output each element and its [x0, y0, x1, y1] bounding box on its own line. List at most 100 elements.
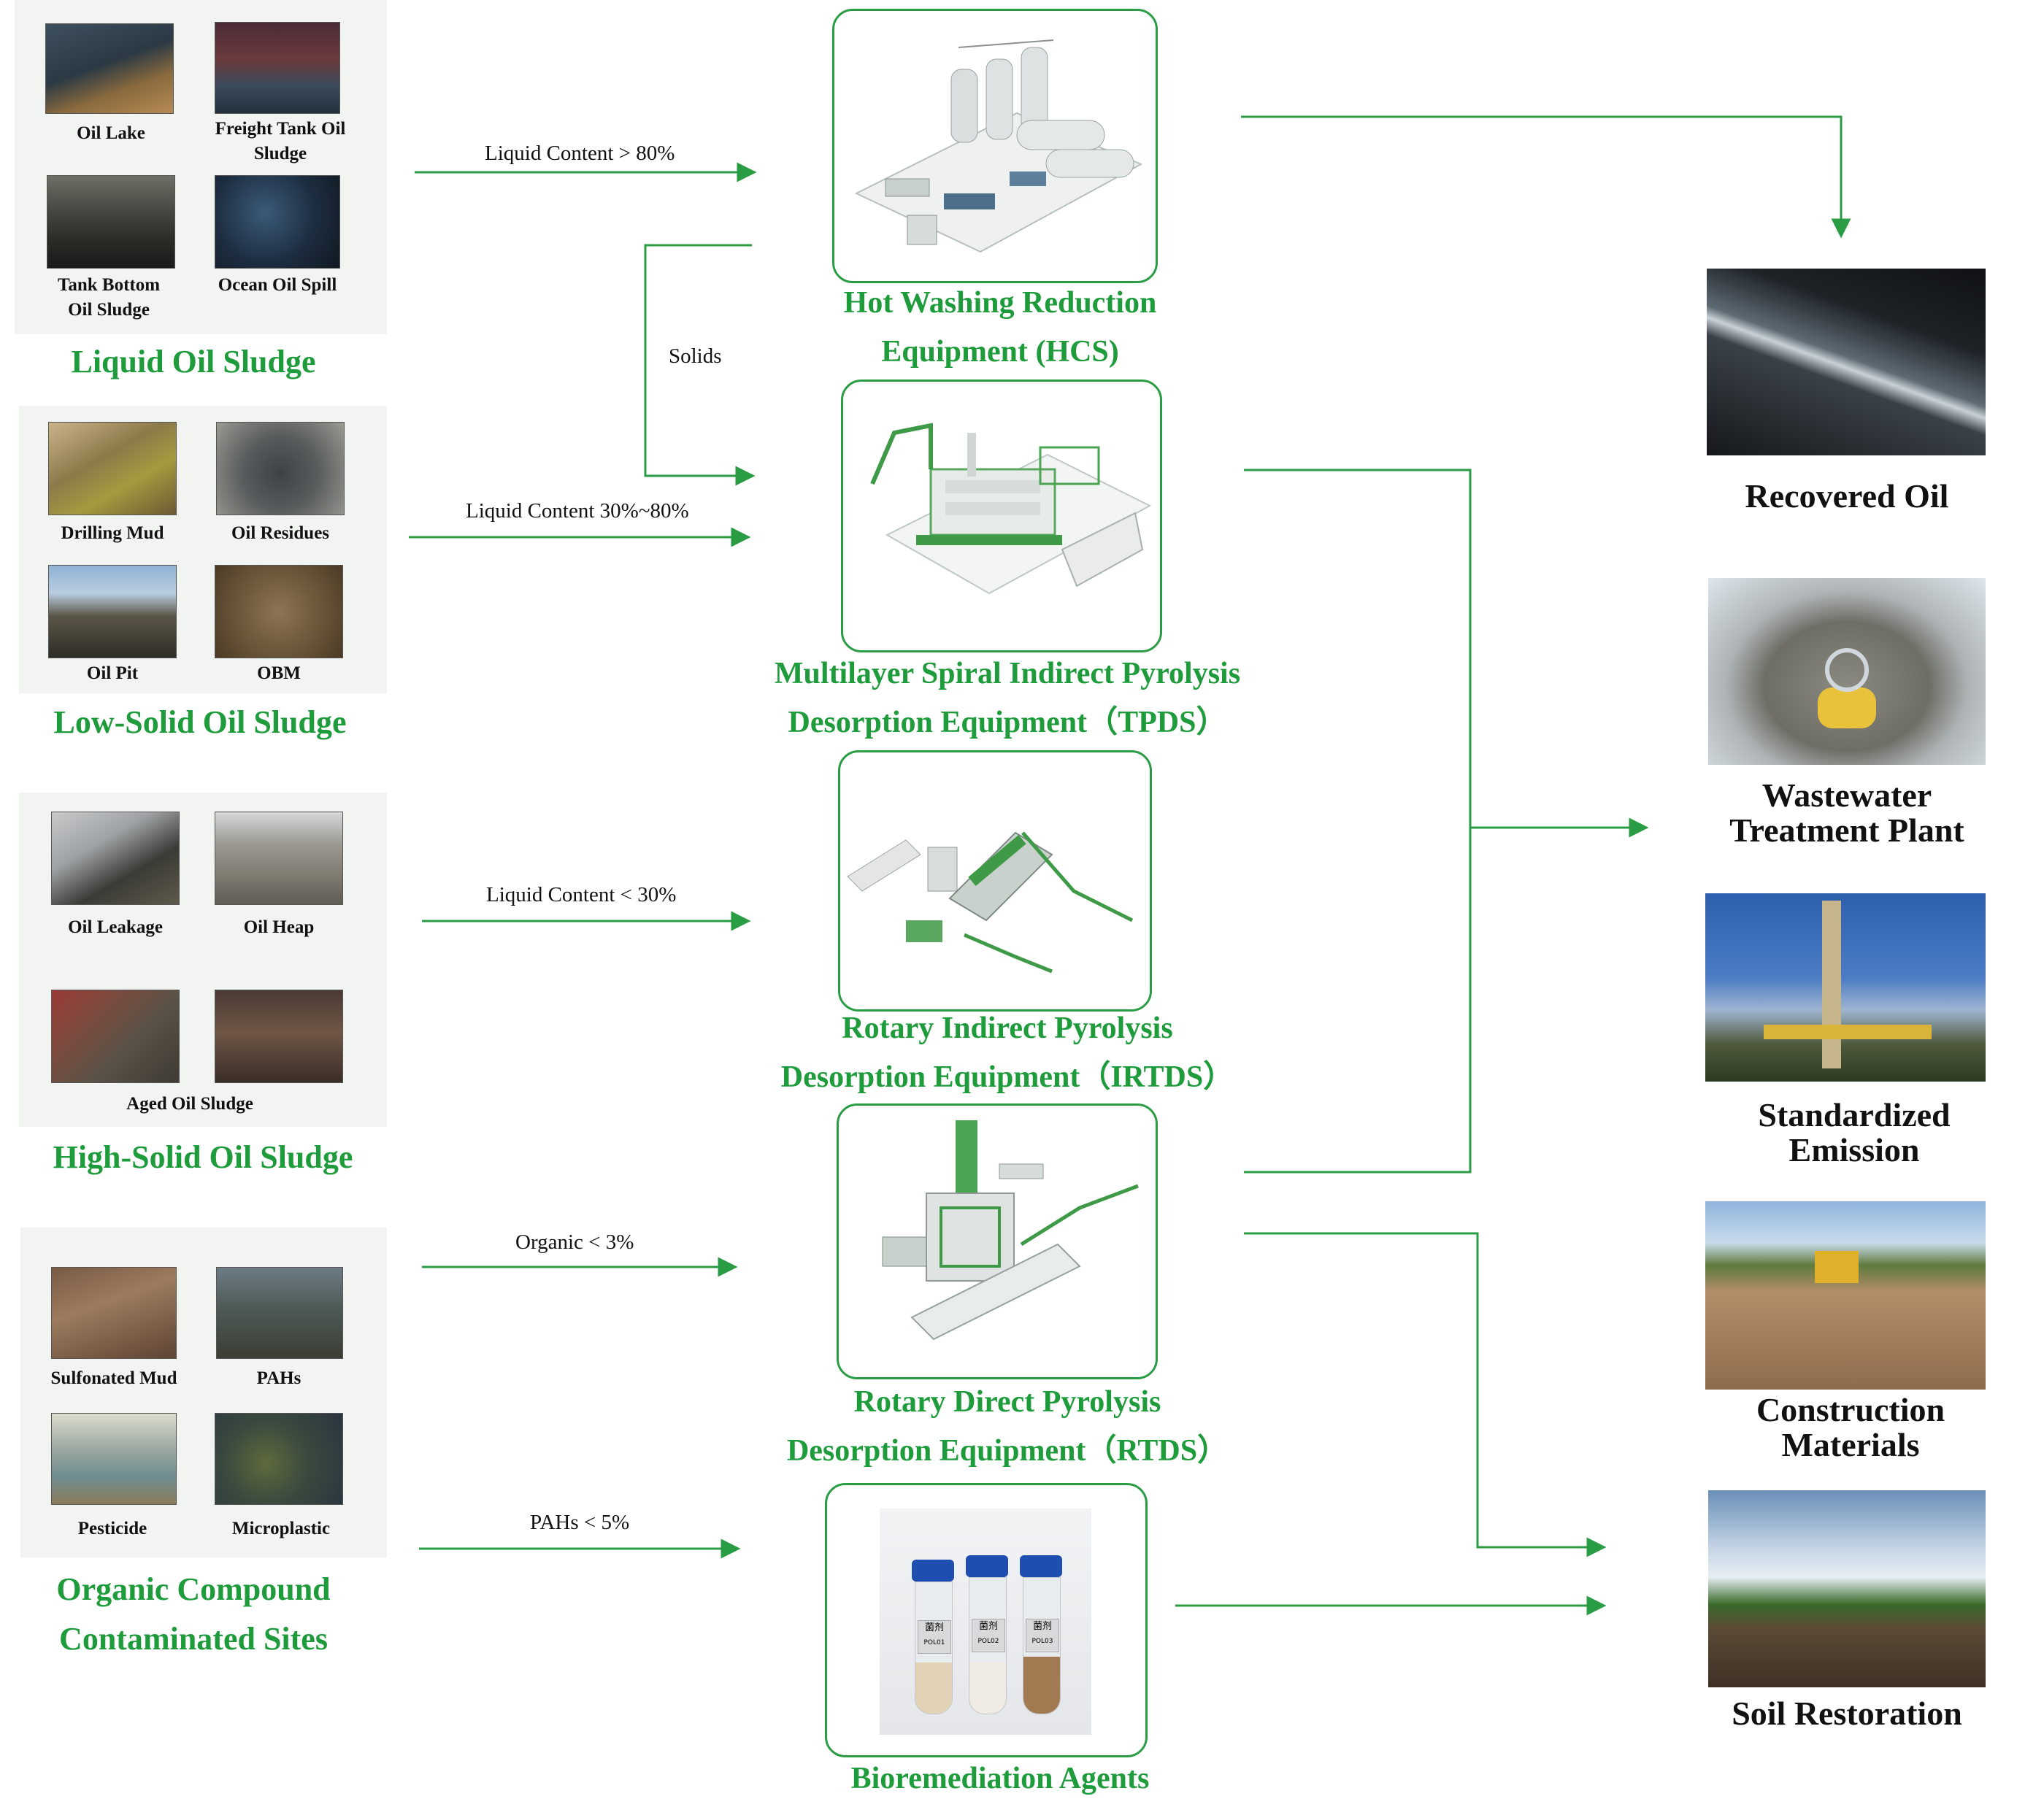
equipment-box-hcs — [832, 9, 1158, 283]
photo-pahs — [216, 1267, 343, 1359]
category-title-organic-compound-contaminated-sites: Organic Compound Contaminated Sites — [56, 1571, 331, 1657]
equipment-title-hcs-line2: Equipment (HCS) — [881, 335, 1119, 369]
caption-obm: OBM — [257, 663, 301, 683]
arrow-solids-hcs-to-tpds — [644, 244, 756, 486]
photo-aged-oil-sludge-2 — [215, 990, 343, 1083]
vial-label: 菌剂 POL02 — [972, 1619, 1005, 1652]
equipment-title-rtds-line1: Rotary Direct Pyrolysis — [853, 1385, 1161, 1419]
output-title-standardized-emission: Standardized Emission — [1672, 1096, 2037, 1169]
condition-solids: Solids — [669, 344, 722, 368]
photo-aged-oil-sludge-1 — [51, 990, 180, 1083]
stack-icon — [1822, 901, 1841, 1068]
equipment-title-irtds-line1: Rotary Indirect Pyrolysis — [842, 1012, 1173, 1045]
photo-tank-bottom-oil-sludge — [47, 175, 175, 269]
caption-drilling-mud: Drilling Mud — [61, 523, 164, 543]
condition-organic-lt-3: Organic < 3% — [515, 1230, 634, 1254]
caption-freight-tank-oil-sludge: Freight Tank Oil Sludge — [215, 119, 346, 163]
hcs-equipment-illustration — [854, 39, 1143, 253]
vial-2: 菌剂 POL02 — [966, 1555, 1008, 1714]
vial-body: 菌剂 POL02 — [969, 1577, 1007, 1714]
vial-cap-icon — [912, 1560, 954, 1582]
output-title-emission-line2: Emission — [1788, 1131, 1920, 1169]
arrow-hcs-to-recovered-oil — [1241, 115, 1851, 239]
equipment-box-rtds — [837, 1103, 1158, 1379]
output-title-wastewater-line1: Wastewater — [1761, 777, 1932, 814]
valve-icon — [1818, 687, 1876, 728]
vial-label-bottom: POL02 — [977, 1638, 999, 1645]
vial-label-top: 菌剂 — [1032, 1621, 1052, 1632]
tpds-equipment-illustration — [870, 423, 1152, 595]
equipment-title-tpds-line2: Desorption Equipment（TPDS） — [788, 706, 1227, 740]
photo-obm — [215, 565, 343, 658]
output-photo-wastewater-treatment-plant — [1708, 578, 1986, 765]
output-photo-recovered-oil — [1707, 269, 1986, 455]
caption-tank-bottom-oil-sludge: Tank Bottom Oil Sludge — [57, 275, 161, 320]
output-photo-construction-materials — [1705, 1201, 1986, 1390]
equipment-title-hcs: Hot Washing Reduction Equipment (HCS) — [803, 279, 1197, 377]
caption-aged-oil-sludge: Aged Oil Sludge — [126, 1094, 253, 1114]
bracket-tpds-irtds — [1244, 469, 1472, 1174]
caption-oil-leakage: Oil Leakage — [68, 917, 163, 937]
equipment-title-tpds-line1: Multilayer Spiral Indirect Pyrolysis — [774, 657, 1241, 690]
photo-pesticide — [51, 1413, 177, 1505]
vial-label: 菌剂 POL01 — [918, 1620, 951, 1654]
platform-icon — [1764, 1025, 1932, 1039]
output-title-wastewater-treatment-plant: Wastewater Treatment Plant — [1664, 777, 2029, 850]
category-title-high-solid-oil-sludge: High-Solid Oil Sludge — [53, 1139, 353, 1175]
vial-label-bottom: POL01 — [923, 1639, 945, 1646]
condition-liquid-lt-30: Liquid Content < 30% — [486, 883, 677, 906]
condition-pahs-lt-5: PAHs < 5% — [530, 1511, 630, 1534]
roller-icon — [1815, 1251, 1859, 1283]
equipment-title-irtds-line2: Desorption Equipment（IRTDS） — [780, 1060, 1234, 1095]
photo-oil-pit — [48, 565, 177, 658]
caption-pesticide: Pesticide — [77, 1519, 147, 1538]
equipment-box-tpds — [841, 380, 1162, 652]
irtds-equipment-illustration — [847, 831, 1134, 974]
output-title-wastewater-line2: Treatment Plant — [1729, 812, 1964, 850]
arrow-rtds-to-soil — [1244, 1232, 1607, 1557]
vial-1: 菌剂 POL01 — [912, 1560, 954, 1714]
vial-label-top: 菌剂 — [924, 1622, 944, 1633]
category-title-liquid-oil-sludge: Liquid Oil Sludge — [71, 344, 316, 380]
rtds-equipment-illustration — [882, 1120, 1139, 1341]
output-title-construction-materials: Construction Materials — [1672, 1392, 2029, 1463]
caption-oil-lake: Oil Lake — [77, 123, 145, 143]
vial-label-bottom: POL03 — [1031, 1638, 1053, 1645]
photo-freight-tank-oil-sludge — [215, 22, 340, 114]
photo-sulfonated-mud — [51, 1267, 177, 1359]
valve-wheel-icon — [1825, 648, 1869, 692]
photo-oil-residues — [216, 422, 345, 515]
output-title-emission-line1: Standardized — [1758, 1096, 1951, 1133]
photo-microplastic — [215, 1413, 343, 1505]
output-photo-standardized-emission — [1705, 893, 1986, 1082]
caption-pahs: PAHs — [256, 1368, 301, 1388]
vial-3: 菌剂 POL03 — [1020, 1555, 1062, 1714]
vial-label: 菌剂 POL03 — [1026, 1619, 1059, 1652]
equipment-title-rtds: Rotary Direct Pyrolysis Desorption Equip… — [752, 1378, 1263, 1476]
photo-oil-lake — [45, 23, 174, 114]
vial-sample — [1023, 1657, 1060, 1714]
caption-sulfonated-mud: Sulfonated Mud — [50, 1368, 177, 1388]
equipment-title-bioremediation: Bioremediation Agents — [850, 1762, 1150, 1795]
vial-cap-icon — [966, 1555, 1008, 1577]
vial-label-top: 菌剂 — [978, 1621, 998, 1632]
output-title-construction-line2: Materials — [1781, 1426, 1920, 1464]
equipment-title-rtds-line2: Desorption Equipment（RTDS） — [786, 1434, 1229, 1468]
caption-ocean-oil-spill: Ocean Oil Spill — [218, 275, 337, 295]
vial-body: 菌剂 POL01 — [915, 1582, 953, 1714]
bioremediation-photo: 菌剂 POL01 菌剂 POL02 菌剂 POL — [880, 1509, 1091, 1735]
category-title-low-solid-oil-sludge: Low-Solid Oil Sludge — [53, 704, 347, 740]
equipment-title-tpds: Multilayer Spiral Indirect Pyrolysis Des… — [752, 650, 1263, 747]
equipment-title-irtds: Rotary Indirect Pyrolysis Desorption Equ… — [752, 1004, 1263, 1102]
caption-oil-residues: Oil Residues — [231, 523, 330, 543]
vial-sample — [969, 1663, 1006, 1714]
caption-microplastic: Microplastic — [231, 1519, 331, 1538]
vial-body: 菌剂 POL03 — [1023, 1577, 1061, 1714]
output-title-construction-line1: Construction — [1756, 1391, 1945, 1428]
equipment-box-irtds — [838, 750, 1152, 1012]
photo-drilling-mud — [48, 422, 177, 515]
output-photo-soil-restoration — [1708, 1490, 1986, 1687]
caption-oil-heap: Oil Heap — [243, 917, 315, 937]
output-title-recovered-oil: Recovered Oil — [1745, 477, 1949, 515]
caption-oil-pit: Oil Pit — [86, 663, 139, 683]
